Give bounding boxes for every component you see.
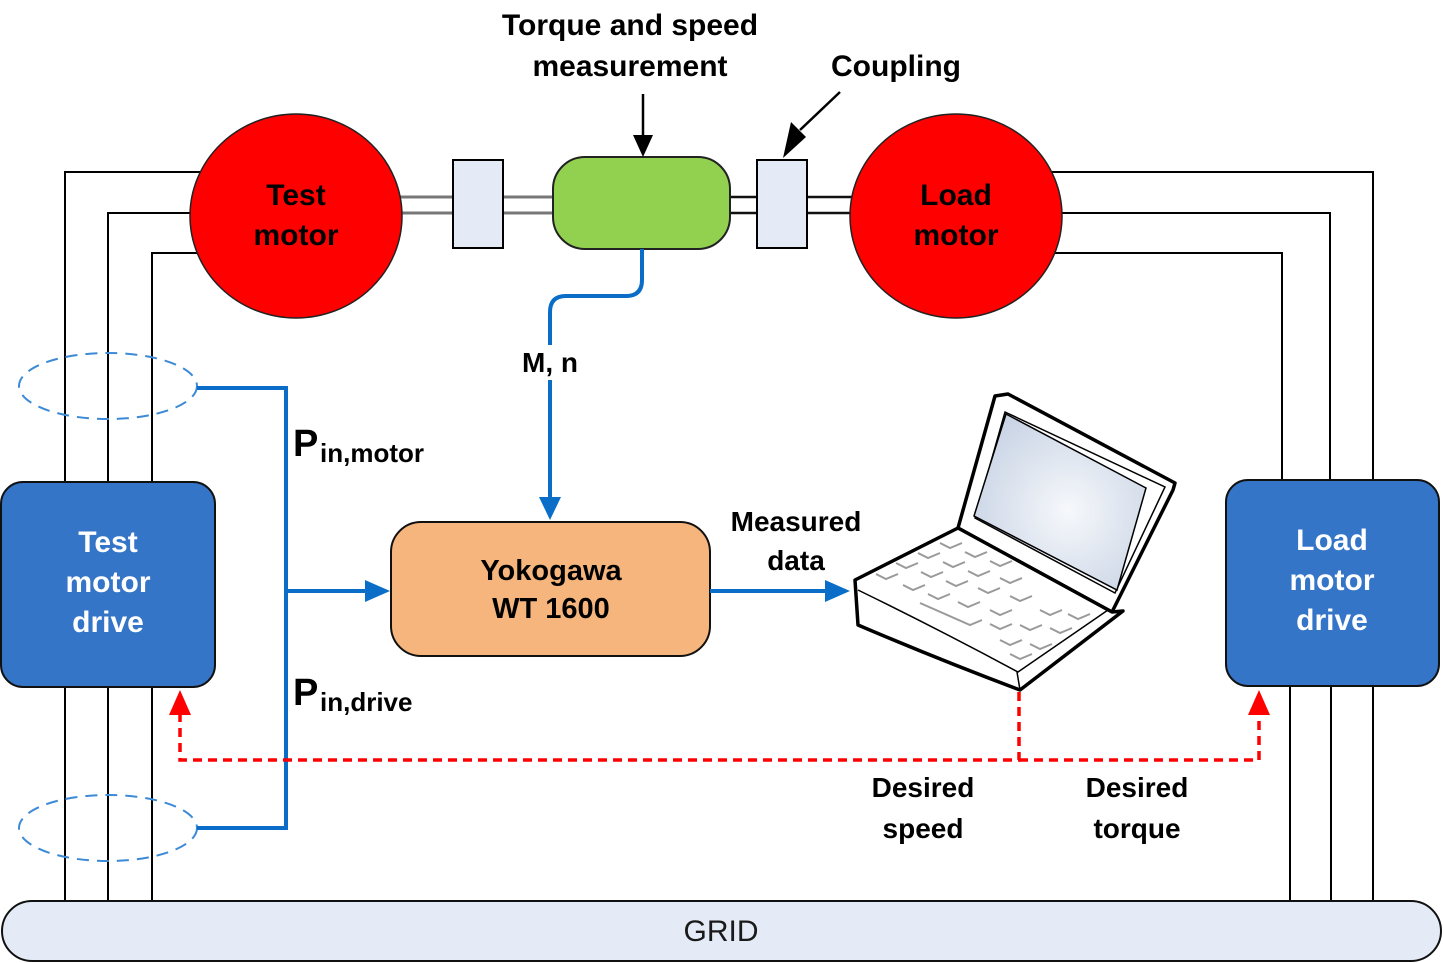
control-signal-lines	[169, 690, 1270, 762]
power-arrowhead-icon	[365, 580, 390, 602]
mn-arrowhead-icon	[539, 497, 561, 520]
mn-label: M, n	[522, 347, 578, 378]
coupling-right[interactable]	[756, 159, 808, 249]
torque-speed-label-1: Torque and speed	[502, 9, 758, 42]
test-drive-label-1: Test	[78, 526, 137, 559]
p-in-drive-sub: in,drive	[320, 687, 412, 717]
test-drive-label-2: motor	[66, 566, 151, 599]
load-drive-label-2: motor	[1290, 564, 1375, 597]
measured-data-label-1: Measured	[731, 506, 862, 537]
torque-speed-sensor[interactable]	[552, 156, 731, 250]
desired-torque-label-1: Desired	[1086, 772, 1189, 803]
desired-speed-label-2: speed	[883, 813, 964, 844]
test-motor-label-2: motor	[254, 219, 339, 252]
load-motor-power-wires	[1040, 171, 1374, 903]
coupling-left[interactable]	[452, 159, 504, 249]
torque-speed-label-2: measurement	[532, 50, 727, 83]
torque-arrowhead-icon	[1248, 690, 1270, 715]
grid-bus[interactable]: GRID	[1, 900, 1442, 962]
p-in-drive-main: P	[293, 672, 318, 714]
load-motor-drive[interactable]: Load motor drive	[1225, 479, 1440, 687]
coupling-pointer-arrow	[783, 91, 841, 158]
load-motor[interactable]: Load motor	[849, 113, 1063, 319]
measured-data-arrowhead-icon	[825, 580, 850, 602]
test-motor-label-1: Test	[266, 179, 325, 212]
test-motor-drive[interactable]: Test motor drive	[0, 481, 216, 688]
load-motor-label-2: motor	[914, 219, 999, 252]
p-in-motor-main: P	[293, 423, 318, 465]
p-in-motor-sub: in,motor	[320, 438, 424, 468]
analyzer-label-2: WT 1600	[492, 593, 610, 625]
torque-speed-signal-line	[539, 249, 644, 520]
p-in-drive-label: P in,drive	[293, 672, 412, 717]
test-motor[interactable]: Test motor	[189, 113, 403, 319]
load-drive-label-1: Load	[1296, 524, 1368, 557]
load-motor-label-1: Load	[920, 179, 992, 212]
desired-torque-label-2: torque	[1093, 813, 1180, 844]
load-drive-label-3: drive	[1296, 604, 1368, 637]
power-analyzer[interactable]: Yokogawa WT 1600	[390, 521, 711, 657]
p-in-motor-label: P in,motor	[293, 423, 424, 468]
measured-data-label-2: data	[767, 545, 825, 576]
coupling-label: Coupling	[831, 50, 961, 83]
power-measurement-lines	[197, 386, 390, 830]
laptop-icon[interactable]	[853, 392, 1177, 692]
test-drive-label-3: drive	[72, 606, 144, 639]
analyzer-label-1: Yokogawa	[480, 555, 622, 587]
grid-label: GRID	[684, 915, 759, 948]
speed-arrowhead-icon	[169, 690, 191, 715]
desired-speed-label-1: Desired	[872, 772, 975, 803]
sensor-pointer-arrow	[633, 94, 653, 157]
